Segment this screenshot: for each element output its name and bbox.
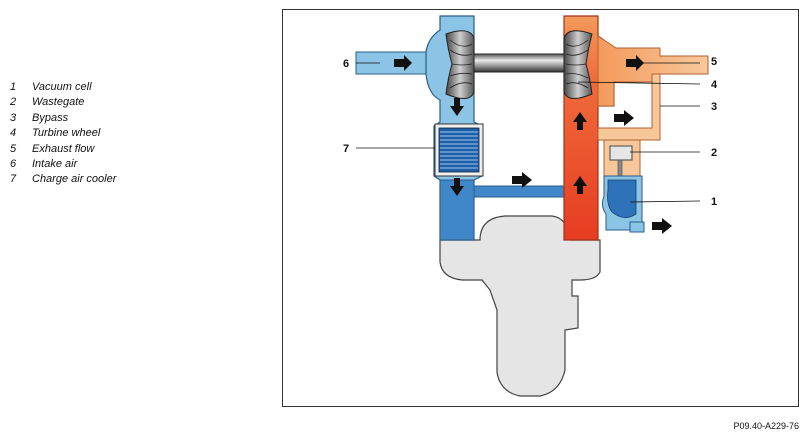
exhaust-arrow-icon [626,55,644,71]
callout-lines [356,62,701,203]
flow-arrows [394,55,672,234]
charge-air-duct [473,185,569,198]
up-arrow-icon [573,112,587,130]
callout-3: 3 [711,101,717,113]
bypass-channel [597,73,661,141]
callout-6: 6 [343,58,349,70]
down-arrow-icon [450,98,464,116]
compressor-wheel [445,30,475,99]
engine-block [439,215,601,397]
callout-7: 7 [343,143,349,155]
turbo-shaft [473,53,565,73]
figure-reference: P09.40-A229-76 [733,421,799,431]
turbine-wheel [563,30,593,99]
intake-arrow-icon [394,55,412,71]
bypass-arrow-icon [614,110,634,126]
charge-air-cooler [434,123,484,177]
callout-5: 5 [711,56,717,68]
right-arrow-icon [512,172,532,188]
diagram-frame [282,9,799,407]
vacuum-cell [601,175,645,233]
vacuum-arrow-icon [652,218,672,234]
down-arrow-icon [450,178,464,196]
callout-2: 2 [711,147,717,159]
callout-1: 1 [711,196,717,208]
callout-4: 4 [711,79,718,91]
up-arrow-icon [573,176,587,194]
